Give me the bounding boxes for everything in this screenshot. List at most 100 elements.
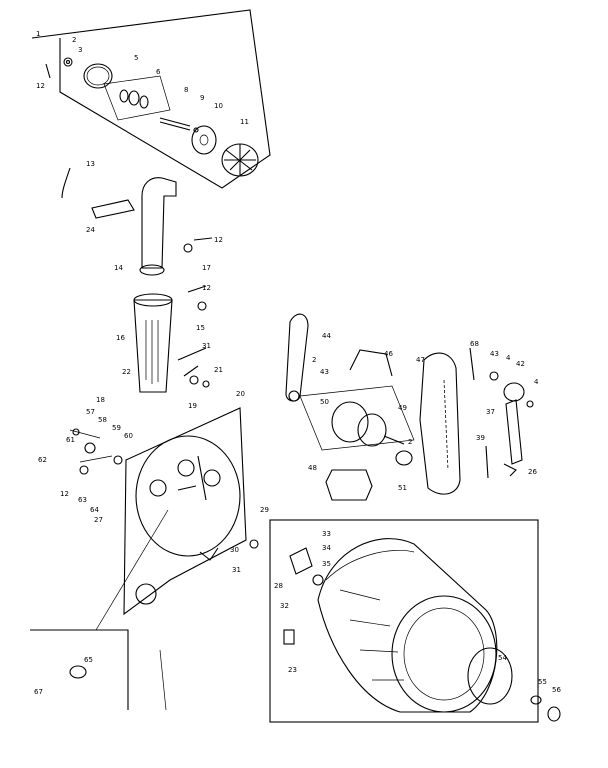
callout-19: 19 <box>188 402 197 410</box>
callout-39: 39 <box>476 434 485 442</box>
bulkhead-panel <box>123 407 247 616</box>
callout-9: 9 <box>200 94 204 102</box>
drum-screw <box>249 539 259 549</box>
callout-60: 60 <box>124 432 133 440</box>
callout-8: 8 <box>184 86 188 94</box>
motor-mount <box>349 349 393 377</box>
drum-pad <box>283 629 295 645</box>
callout-51: 51 <box>398 484 407 492</box>
drum-gasket <box>467 647 513 705</box>
callout-44: 44 <box>322 332 331 340</box>
shaft-part <box>159 117 191 127</box>
roller-part <box>503 382 525 402</box>
impeller-disc <box>191 125 217 155</box>
bulkhead-hole-2 <box>177 459 195 477</box>
callout-62: 62 <box>38 456 47 464</box>
callout-37: 37 <box>486 408 495 416</box>
clip-part <box>183 243 193 253</box>
assembly-outline <box>31 9 271 189</box>
callout-50: 50 <box>320 398 329 406</box>
drum-group <box>249 519 561 723</box>
bulkhead-bracket <box>177 455 207 501</box>
callout-58: 58 <box>98 416 107 424</box>
callout-29: 29 <box>260 506 269 514</box>
callout-43b: 43 <box>490 350 499 358</box>
bearing-subbox <box>103 75 171 121</box>
callout-labels: 1 2 3 5 6 8 9 10 11 12 13 24 14 12 17 12… <box>34 30 561 696</box>
callout-13: 13 <box>86 160 95 168</box>
bulkhead-panel-group <box>69 407 247 616</box>
callout-68: 68 <box>470 340 479 348</box>
callout-63: 63 <box>78 496 87 504</box>
callout-67: 67 <box>34 688 43 696</box>
callout-26: 26 <box>528 468 537 476</box>
cap-part <box>547 706 561 722</box>
belt-inner <box>443 379 449 471</box>
callout-54: 54 <box>498 654 507 662</box>
callout-23: 23 <box>288 666 297 674</box>
drive-belt <box>419 352 461 495</box>
inset-group <box>30 509 169 711</box>
small-part-c <box>79 465 89 475</box>
callout-12c: 12 <box>202 284 211 292</box>
callout-64: 64 <box>90 506 99 514</box>
callout-65: 65 <box>84 656 93 664</box>
callout-3: 3 <box>78 46 82 54</box>
motor-body <box>331 401 369 443</box>
duct-elbow <box>141 177 177 269</box>
motor-group <box>285 313 461 501</box>
inset-leader <box>95 509 169 631</box>
callout-43: 43 <box>320 368 329 376</box>
bulkhead-hole-3 <box>203 469 221 487</box>
motor-pulley <box>395 450 413 466</box>
callout-42: 42 <box>516 360 525 368</box>
drum-seal <box>325 549 415 581</box>
bearing-part-b <box>128 90 140 106</box>
callout-48: 48 <box>308 464 317 472</box>
shaft-part-edge <box>159 121 191 131</box>
motor-subbox <box>299 385 415 451</box>
wire-part <box>61 167 71 199</box>
bulkhead-hole-1 <box>149 479 167 497</box>
clip-part-2 <box>197 301 207 311</box>
callout-57: 57 <box>86 408 95 416</box>
drum-frame <box>269 519 539 723</box>
callout-47: 47 <box>416 356 425 364</box>
thermostat-part-2 <box>202 380 210 388</box>
callout-55: 55 <box>538 678 547 686</box>
drum-front-ring <box>391 595 497 713</box>
ring-inner <box>86 66 110 86</box>
ring-part <box>83 63 113 89</box>
callout-30: 30 <box>230 546 239 554</box>
callout-18: 18 <box>96 396 105 404</box>
callout-14: 14 <box>114 264 123 272</box>
inset-line <box>159 649 167 711</box>
right-parts-group <box>469 347 534 479</box>
drum-bracket <box>289 547 313 575</box>
callout-28: 28 <box>274 582 283 590</box>
callout-12: 12 <box>36 82 45 90</box>
callout-5: 5 <box>134 54 138 62</box>
filter-housing <box>133 299 173 393</box>
callout-1: 1 <box>36 30 40 38</box>
callout-2c: 2 <box>408 438 412 446</box>
callout-2b: 2 <box>312 356 316 364</box>
callout-21: 21 <box>214 366 223 374</box>
rod-part <box>485 445 489 479</box>
screw-part-4 <box>469 347 475 381</box>
bulkhead-opening <box>135 435 241 557</box>
callout-46: 46 <box>384 350 393 358</box>
nut-hole <box>65 59 71 65</box>
callout-4b: 4 <box>534 378 539 386</box>
callout-59: 59 <box>112 424 121 432</box>
drum-front-opening <box>403 607 485 701</box>
bearing-part-a <box>119 89 129 103</box>
callout-49: 49 <box>398 404 407 412</box>
callout-4: 4 <box>506 354 511 362</box>
callout-12d: 12 <box>60 490 69 498</box>
drum-baffles <box>339 589 404 681</box>
callout-35: 35 <box>322 560 331 568</box>
callout-34: 34 <box>322 544 331 552</box>
vent-duct-group <box>61 167 213 393</box>
